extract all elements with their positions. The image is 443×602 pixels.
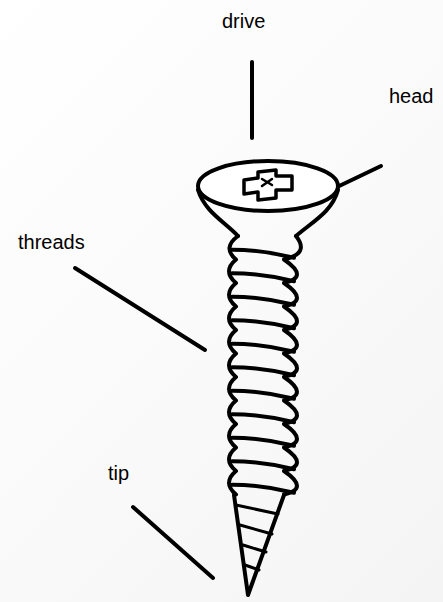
thread-line (232, 485, 294, 493)
drive-recess (262, 179, 272, 186)
part-label: tip (108, 463, 129, 483)
thread-line (232, 414, 294, 422)
leader-line (335, 166, 381, 188)
screw-threads (229, 236, 301, 495)
leader-line (133, 507, 213, 578)
thread-edge (284, 236, 301, 495)
part-label: drive (222, 11, 265, 31)
thread-line (232, 367, 294, 375)
tip-thread (236, 505, 278, 570)
part-label: threads (18, 232, 85, 252)
part-label: head (389, 86, 434, 106)
thread-line (232, 461, 294, 469)
screw-tip (234, 495, 284, 595)
thread-line (232, 438, 294, 446)
thread-line (232, 273, 294, 281)
leader-line (250, 62, 254, 138)
thread-line (232, 391, 294, 399)
thread-line (232, 297, 294, 305)
thread-line (232, 250, 294, 258)
leader-line (75, 268, 205, 350)
thread-edge (229, 236, 238, 495)
thread-line (232, 344, 294, 352)
thread-line (232, 320, 294, 328)
screw-head (198, 161, 338, 211)
drive-recess (244, 170, 292, 200)
